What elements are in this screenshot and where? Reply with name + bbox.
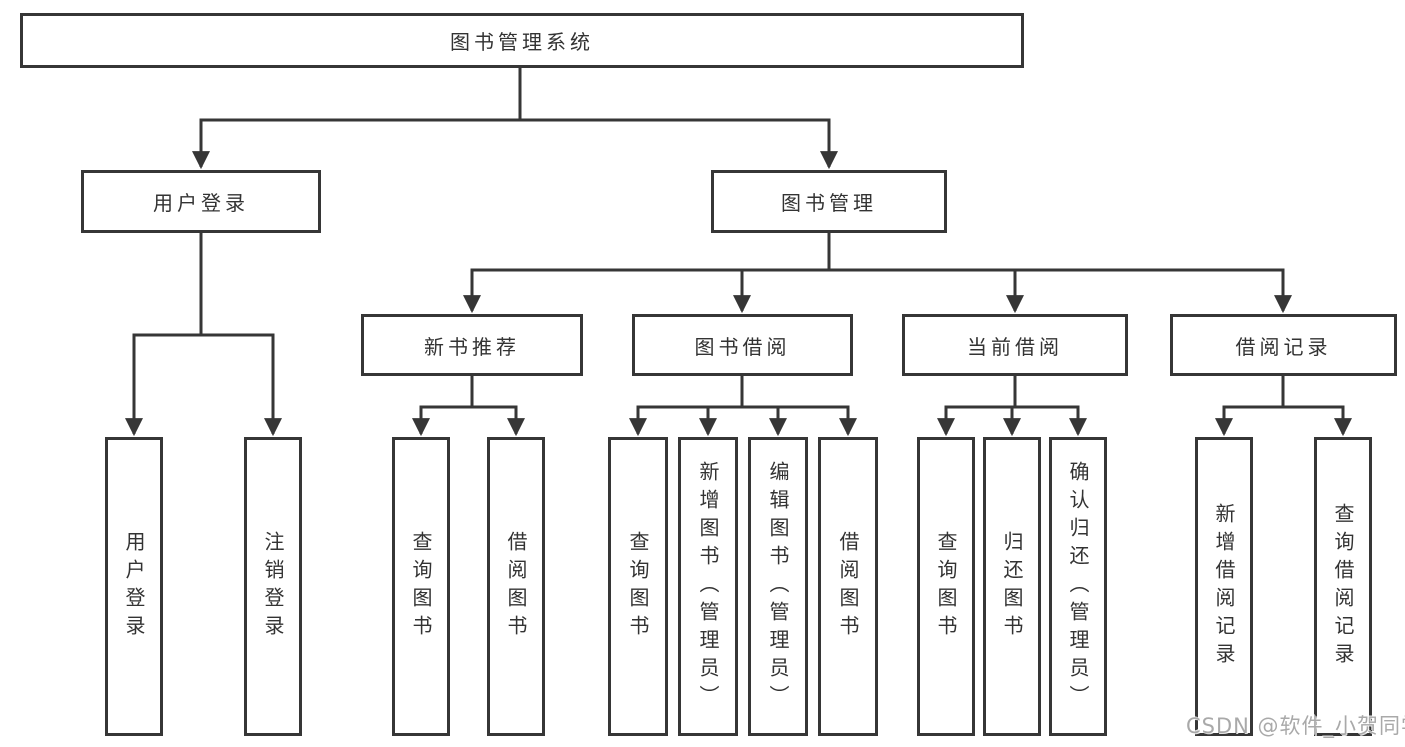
- connector-borrow-record-split: [1215, 375, 1352, 437]
- leaf-bb-query-books: 查询图书: [608, 437, 668, 736]
- leaf-br-add-borrow-record: 新增借阅记录: [1195, 437, 1253, 736]
- connector-book-management-split: [463, 232, 1292, 314]
- node-book-management-label: 图书管理: [781, 191, 877, 215]
- connector-current-borrow-split: [937, 375, 1087, 437]
- node-current-borrow: 当前借阅: [902, 314, 1128, 376]
- node-user-login: 用户登录: [81, 170, 321, 233]
- leaf-bb-edit-books-admin-label: 编辑图书（管理员）: [766, 460, 790, 713]
- leaf-nb-query-books-label: 查询图书: [409, 530, 433, 643]
- leaf-bb-edit-books-admin: 编辑图书（管理员）: [748, 437, 808, 736]
- leaf-bb-add-books-admin-label: 新增图书（管理员）: [696, 460, 720, 713]
- leaf-br-query-borrow-record: 查询借阅记录: [1314, 437, 1372, 736]
- node-user-login-label: 用户登录: [153, 191, 249, 215]
- node-book-borrow-label: 图书借阅: [694, 334, 791, 359]
- leaf-bb-borrow-books-label: 借阅图书: [836, 530, 860, 643]
- leaf-bb-borrow-books: 借阅图书: [818, 437, 878, 736]
- connector-book-borrow-split: [629, 375, 857, 437]
- leaf-nb-borrow-books-label: 借阅图书: [504, 530, 528, 643]
- leaf-user-login-action: 用户登录: [105, 437, 163, 736]
- leaf-cb-return-books: 归还图书: [983, 437, 1041, 736]
- leaf-logout-action-label: 注销登录: [261, 530, 285, 643]
- node-borrow-record: 借阅记录: [1170, 314, 1397, 376]
- node-book-borrow: 图书借阅: [632, 314, 853, 376]
- leaf-nb-borrow-books: 借阅图书: [487, 437, 545, 736]
- leaf-nb-query-books: 查询图书: [392, 437, 450, 736]
- leaf-user-login-action-label: 用户登录: [122, 530, 146, 643]
- node-book-management: 图书管理: [711, 170, 947, 233]
- leaf-br-add-borrow-record-label: 新增借阅记录: [1212, 502, 1236, 671]
- leaf-cb-query-books-label: 查询图书: [934, 530, 958, 643]
- node-current-borrow-label: 当前借阅: [967, 334, 1063, 359]
- csdn-watermark: CSDN @软件_小贺同学: [1186, 714, 1405, 738]
- node-new-book-recommend: 新书推荐: [361, 314, 583, 376]
- leaf-cb-confirm-return-admin: 确认归还（管理员）: [1049, 437, 1107, 736]
- node-root: 图书管理系统: [20, 13, 1024, 68]
- connector-user-login-split: [125, 232, 282, 437]
- leaf-br-query-borrow-record-label: 查询借阅记录: [1331, 502, 1355, 671]
- leaf-cb-confirm-return-admin-label: 确认归还（管理员）: [1066, 460, 1090, 713]
- leaf-cb-return-books-label: 归还图书: [1000, 530, 1024, 643]
- leaf-bb-add-books-admin: 新增图书（管理员）: [678, 437, 738, 736]
- connector-new-book-split: [412, 375, 525, 437]
- node-borrow-record-label: 借阅记录: [1235, 334, 1332, 359]
- node-root-label: 图书管理系统: [450, 30, 594, 54]
- connector-root-split: [192, 68, 838, 170]
- leaf-cb-query-books: 查询图书: [917, 437, 975, 736]
- leaf-bb-query-books-label: 查询图书: [626, 530, 650, 643]
- leaf-logout-action: 注销登录: [244, 437, 302, 736]
- node-new-book-recommend-label: 新书推荐: [424, 334, 520, 359]
